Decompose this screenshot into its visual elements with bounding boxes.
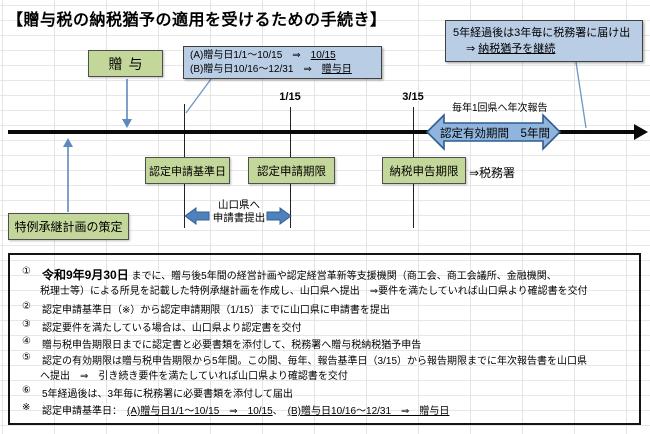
succession-plan-box: 特例承継計画の策定 (8, 213, 129, 240)
note-item-1-cont: 税理士等）による所見を記載した特例承継計画を作成し、山口県へ提出 ⇒要件を満たし… (40, 286, 588, 297)
up-arrowhead-icon (63, 138, 73, 147)
callout-line-a-value: 10/15 (310, 50, 336, 61)
application-deadline-box: 認定申請期限 (248, 157, 335, 184)
submit-note-line1: 山口県へ (218, 199, 260, 211)
submit-to-prefecture-note: 山口県へ 申請書提出 (206, 199, 272, 225)
note-item-1-date: 令和9年9月30日 (42, 268, 129, 282)
callout-line-b: (B)贈与日10/16～12/31 ⇒ 贈与日 (190, 64, 352, 75)
asterisk-rule-a: (A)贈与日1/1～10/15 ⇒ 10/15 (127, 406, 273, 417)
page-title: 【贈与税の納税猶予の適用を受けるための手続き】 (7, 12, 387, 29)
timeline-axis (8, 130, 638, 134)
gift-box: 贈与 (88, 50, 163, 77)
callout-connector (185, 78, 212, 114)
callout-line-a: (A)贈与日1/1～10/15 ⇒ 10/15 (190, 50, 336, 61)
tax-filing-deadline-box: 納税申告期限 (382, 157, 466, 184)
date-label-jan15: 1/15 (279, 91, 301, 103)
notify-line1: 5年経過後は3年毎に税務署に届け出 (453, 27, 631, 39)
asterisk-rule-b: (B)贈与日10/16～12/31 ⇒ 贈与日 (287, 406, 450, 417)
annual-report-note: 毎年1回県へ年次報告 (452, 103, 548, 114)
valid-period-label: 認定有効期間 5年間 (440, 128, 550, 140)
after-five-years-callout: 5年経過後は3年毎に税務署に届け出 ⇒ 納税猶予を継続 (445, 20, 643, 62)
callout-line-b-value: 贈与日 (321, 64, 352, 75)
timeline-arrowhead-icon (634, 124, 648, 140)
down-arrowhead-icon (122, 119, 132, 128)
application-base-date-box: 認定申請基準日 (145, 157, 230, 184)
tax-office-note: ⇒税務署 (469, 166, 516, 180)
base-date-rule-callout: (A)贈与日1/1～10/15 ⇒ 10/15 (B)贈与日10/16～12/3… (183, 46, 382, 79)
notes-panel (8, 253, 641, 425)
date-label-mar15: 3/15 (402, 91, 424, 103)
note-item-5-cont: へ提出 ⇒ 引き続き要件を満たしていれば山口県より確認書を交付 (40, 371, 348, 382)
submit-note-line2: 申請書提出 (212, 212, 266, 224)
notify-line2: ⇒ 納税猶予を継続 (466, 43, 556, 55)
notify-connector (575, 61, 587, 129)
notify-continue-label: 納税猶予を継続 (478, 43, 556, 55)
